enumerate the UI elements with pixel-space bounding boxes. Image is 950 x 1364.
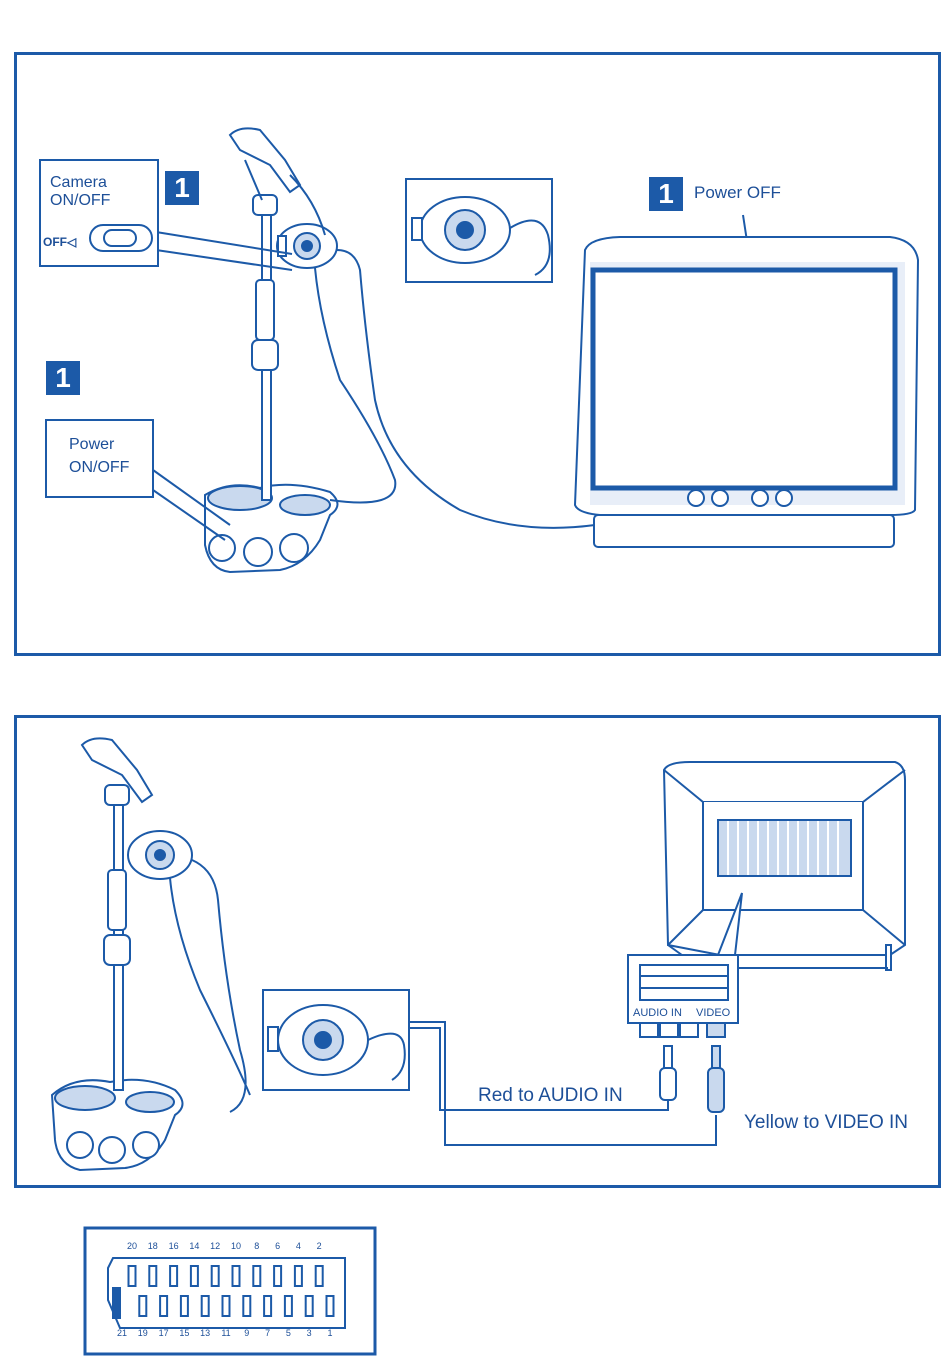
camera-label-line2: ON/OFF — [50, 192, 110, 210]
scart-pin-top — [149, 1266, 156, 1286]
step-1-tv: 1 — [649, 177, 683, 211]
scart-pin-number: 10 — [226, 1241, 246, 1251]
scart-pin-number: 19 — [133, 1328, 153, 1338]
scart-pin-number: 12 — [205, 1241, 225, 1251]
scart-pin-bottom — [264, 1296, 271, 1316]
scart-pin-top — [233, 1266, 240, 1286]
scart-pin-bottom — [306, 1296, 313, 1316]
yellow-cable-label: Yellow to VIDEO IN — [744, 1112, 908, 1134]
scart-pin-number: 14 — [184, 1241, 204, 1251]
scart-pin-bottom — [160, 1296, 167, 1316]
switch-off-indicator: OFF◁ — [43, 235, 76, 249]
scart-pin-number: 3 — [299, 1328, 319, 1338]
scart-pin-bottom — [181, 1296, 188, 1316]
tv-power-off-label: Power OFF — [694, 183, 781, 203]
scart-pin-number: 18 — [143, 1241, 163, 1251]
power-label-line2: ON/OFF — [69, 459, 129, 477]
scart-pin-number: 16 — [164, 1241, 184, 1251]
scart-pin-top — [253, 1266, 260, 1286]
scart-pin-number: 4 — [288, 1241, 308, 1251]
switch-knob-icon — [103, 229, 137, 247]
scart-pin-number: 2 — [309, 1241, 329, 1251]
scart-pin-number: 5 — [278, 1328, 298, 1338]
power-switch-callout: Power ON/OFF — [45, 419, 154, 498]
scart-pin-top — [274, 1266, 281, 1286]
scart-pin-top — [191, 1266, 198, 1286]
scart-pin-number: 15 — [174, 1328, 194, 1338]
scart-pin-bottom — [139, 1296, 146, 1316]
scart-pin-number: 21 — [112, 1328, 132, 1338]
scart-pin-number: 17 — [154, 1328, 174, 1338]
scart-pin-top — [316, 1266, 323, 1286]
scart-pin-top — [295, 1266, 302, 1286]
scart-pin-number: 7 — [258, 1328, 278, 1338]
power-label-line1: Power — [69, 436, 114, 454]
scart-pin-number: 8 — [247, 1241, 267, 1251]
audio-in-port-label: AUDIO IN — [633, 1007, 682, 1019]
red-cable-label: Red to AUDIO IN — [478, 1085, 623, 1107]
scart-pin-bottom — [327, 1296, 334, 1316]
scart-pin-top — [170, 1266, 177, 1286]
scart-pin-top — [129, 1266, 136, 1286]
scart-pin-number: 6 — [268, 1241, 288, 1251]
scart-pin-number: 20 — [122, 1241, 142, 1251]
video-port-label: VIDEO — [696, 1007, 730, 1019]
scart-pin-number: 13 — [195, 1328, 215, 1338]
camera-switch[interactable] — [89, 224, 153, 252]
scart-pin-bottom — [243, 1296, 250, 1316]
scart-pin-bottom — [285, 1296, 292, 1316]
scart-pin-number: 11 — [216, 1328, 236, 1338]
step-1-power: 1 — [46, 361, 80, 395]
camera-label-line1: Camera — [50, 174, 107, 192]
scart-pin-number: 1 — [320, 1328, 340, 1338]
tv-set-1 — [575, 237, 918, 547]
scart-pin-bottom — [223, 1296, 230, 1316]
scart-pin-bottom — [202, 1296, 209, 1316]
step-1-camera: 1 — [165, 171, 199, 205]
scart-pin-number: 9 — [237, 1328, 257, 1338]
camera-inset-1 — [406, 179, 552, 282]
scart-pin-top — [212, 1266, 219, 1286]
camera-switch-callout: Camera ON/OFF OFF◁ — [39, 159, 159, 267]
